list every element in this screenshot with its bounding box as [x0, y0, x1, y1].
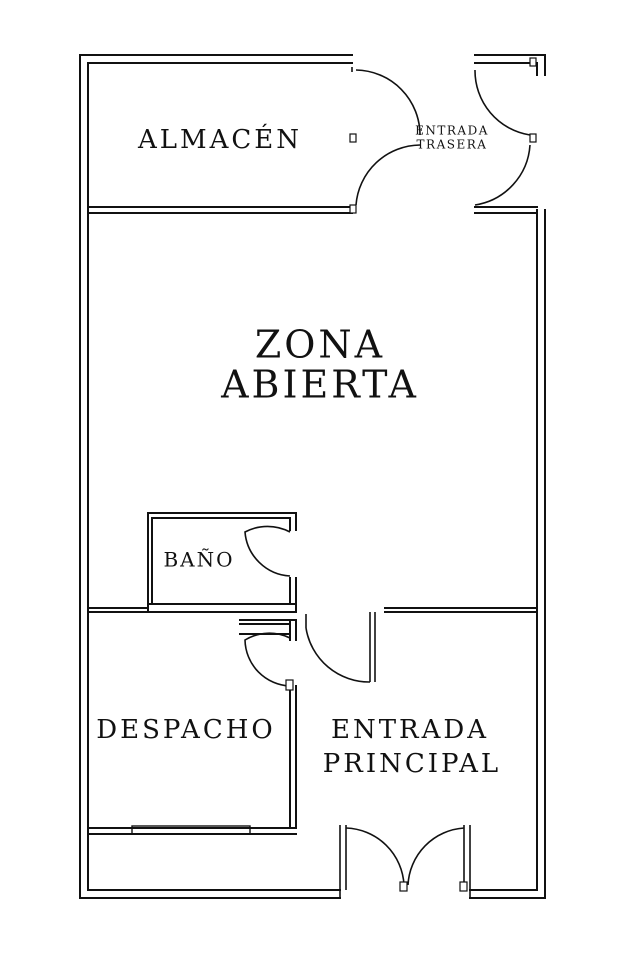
storage-partition: [87, 206, 538, 214]
bathroom-walls: [147, 512, 297, 613]
back-entrance-label-1: ENTRADA: [415, 124, 489, 138]
outer-walls: [79, 54, 546, 899]
open-area-label-2: ABIERTA: [220, 363, 419, 407]
entrance-interior-door[interactable]: [305, 612, 376, 683]
main-entrance-label-1: ENTRADA: [331, 715, 489, 745]
office-label: DESPACHO: [96, 715, 275, 745]
storage-label: ALMACÉN: [137, 123, 302, 155]
bathroom-label: BAÑO: [163, 548, 234, 572]
office-door[interactable]: [244, 632, 294, 691]
main-entrance-label-2: PRINCIPAL: [323, 749, 501, 779]
open-area-label-1: ZONA: [255, 323, 385, 367]
bathroom-door[interactable]: [244, 525, 291, 577]
lower-partition: [87, 607, 538, 613]
office-walls: [87, 619, 297, 835]
back-double-door[interactable]: [349, 57, 537, 214]
back-entrance-label-2: TRASERA: [417, 138, 488, 152]
main-double-door[interactable]: [339, 825, 471, 898]
